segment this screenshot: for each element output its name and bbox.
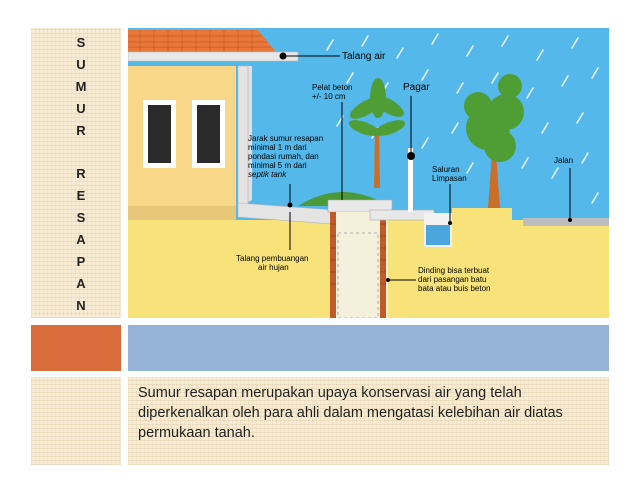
label-dinding-2: dari pasangan batu <box>418 275 487 284</box>
label-talang-air: Talang air <box>342 51 386 62</box>
tree-canopy <box>464 74 524 162</box>
title-letter: N <box>76 297 86 313</box>
title-letter: R <box>76 122 86 138</box>
title-letter: E <box>76 188 86 204</box>
palm-leaves <box>348 78 406 136</box>
description-text: Sumur resapan merupakan upaya konservasi… <box>138 385 563 441</box>
label-jarak-5: septik tank <box>248 170 287 179</box>
label-pelat-beton-size: +/- 10 cm <box>312 92 346 101</box>
well-wall-right <box>380 212 386 318</box>
description-panel: Sumur resapan merupakan upaya konservasi… <box>128 377 609 465</box>
title-letter: M <box>75 78 87 94</box>
label-saluran: Saluran <box>432 165 460 174</box>
label-dinding-1: Dinding bisa terbuat <box>418 266 490 275</box>
fence-post <box>408 148 413 212</box>
label-jarak-2: minimal 1 m dari <box>248 143 307 152</box>
label-pagar: Pagar <box>403 82 430 93</box>
palm-trunk <box>374 128 380 188</box>
title-letter: S <box>76 35 86 50</box>
label-dinding-3: bata atau buis beton <box>418 284 491 293</box>
label-jarak-1: Jarak sumur resapan <box>248 134 323 143</box>
accent-block-orange <box>31 325 121 371</box>
title-letter: P <box>76 253 86 269</box>
label-jarak-4: minimal 5 m dari <box>248 161 307 170</box>
gutter <box>128 51 299 62</box>
well-wall-left <box>330 212 336 318</box>
leader-lines <box>283 55 571 281</box>
vertical-title: S U M U R R E S A P A N <box>71 32 91 317</box>
tree-trunk <box>488 153 500 208</box>
title-letter: R <box>76 166 86 182</box>
sumur-resapan-diagram: Talang air Pelat beton +/- 10 cm Pagar J… <box>128 28 609 318</box>
label-limpasan: Limpasan <box>432 174 467 183</box>
side-panel-bottom <box>31 377 121 465</box>
title-letter: S <box>76 210 86 226</box>
title-letter: U <box>76 56 86 72</box>
accent-block-blue <box>128 325 609 371</box>
title-letter: U <box>76 100 86 116</box>
title-letter: A <box>76 275 86 291</box>
side-title-panel: S U M U R R E S A P A N <box>31 28 121 318</box>
title-spacer <box>71 141 91 163</box>
title-letter: A <box>76 232 86 248</box>
diagram-panel: Talang air Pelat beton +/- 10 cm Pagar J… <box>128 28 609 318</box>
house-foundation <box>128 206 236 220</box>
label-jarak-3: pondasi rumah, dan <box>248 152 319 161</box>
roof <box>128 30 276 52</box>
overflow-channel-water <box>426 225 450 245</box>
label-pelat-beton: Pelat beton <box>312 83 352 92</box>
label-jalan: Jalan <box>554 156 573 165</box>
road <box>523 218 609 226</box>
well-shaft <box>332 212 388 318</box>
label-talang-pembuangan: Talang pembuangan <box>236 254 309 263</box>
label-air-hujan: air hujan <box>258 263 289 272</box>
